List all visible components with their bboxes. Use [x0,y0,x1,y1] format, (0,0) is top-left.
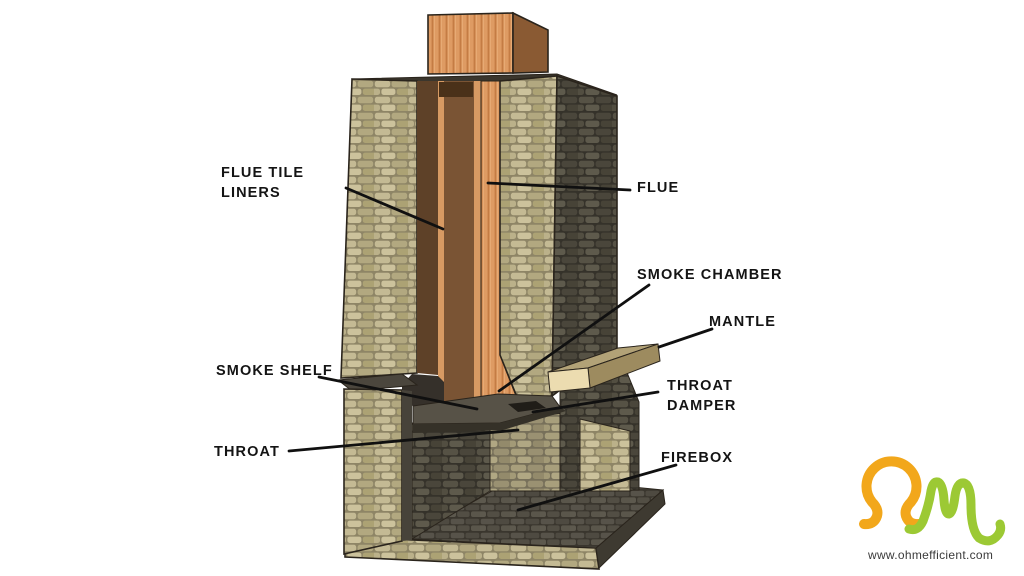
label-mantle: MANTLE [709,314,776,330]
labels: FLUE TILE LINERS FLUE SMOKE CHAMBER MANT… [214,165,783,466]
label-flue-tile-liners-line2: LINERS [221,185,281,201]
front-breast [343,388,412,555]
leader-mantle [657,327,714,349]
throat-front-edge [413,407,566,433]
flue-liner-opening [439,82,473,97]
throat-damper-slot [508,401,546,412]
flue-tile-side [512,11,549,74]
label-throat: THROAT [214,444,280,460]
omega-icon [859,456,924,530]
leader-smoke-chamber [497,283,651,393]
chimney [340,73,618,405]
flue-liner-cut-highlight [438,81,444,404]
leader-flue [486,181,632,192]
leader-throat [287,428,520,453]
breast-front-wall [343,388,403,555]
ohmefficient-logo: www.ohmefficient.com [859,456,1006,562]
label-smoke-shelf: SMOKE SHELF [216,363,333,379]
label-throat-damper-line1: THROAT [667,378,733,394]
flue-tile-front [427,12,514,75]
smoke-shelf-ledge [336,373,419,392]
flue-tile-top [427,11,549,75]
flue-interior [444,81,474,405]
mantle-shelf [547,343,661,393]
leader-throat-damper [531,390,660,414]
mantle-end-face [547,367,591,393]
label-throat-damper-line2: DAMPER [667,398,736,414]
leader-lines [287,181,714,512]
chimney-left-column [340,78,418,379]
flue-inner-edge-highlight [474,81,481,400]
flue-liner-cut-edge [417,81,438,375]
right-front-pillar [579,418,631,492]
leader-flue-tile-liners [344,186,445,231]
leader-firebox [516,463,678,512]
chimney-right-column [499,75,558,398]
label-smoke-chamber: SMOKE CHAMBER [637,267,783,283]
label-flue: FLUE [637,180,679,196]
hearth-base [344,486,666,570]
breast-cut-edge [402,390,412,541]
m-squiggle-icon [904,477,1006,546]
logo-website-text: www.ohmefficient.com [867,548,993,562]
label-firebox: FIREBOX [661,450,733,466]
leader-smoke-shelf [317,375,479,411]
hearth-floor-top [406,486,665,549]
label-flue-tile-liners-line1: FLUE TILE [221,165,304,181]
